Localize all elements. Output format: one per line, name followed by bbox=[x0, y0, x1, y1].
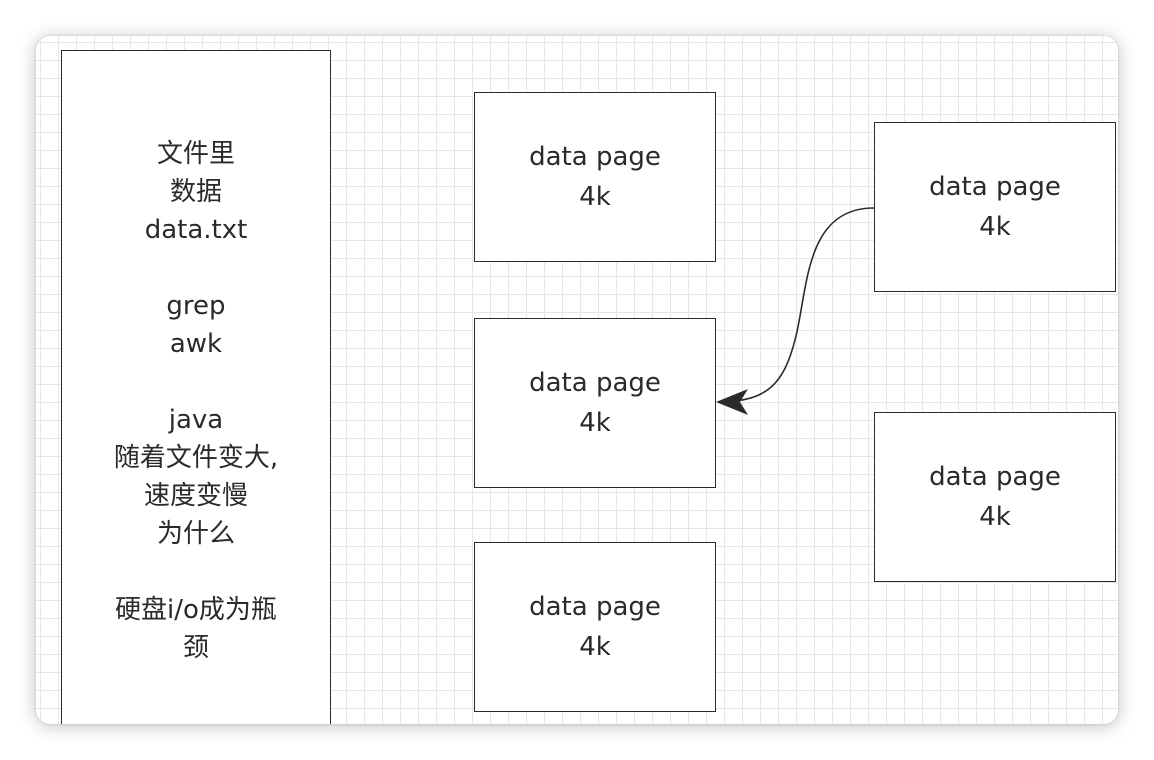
data-page-label: data page bbox=[929, 172, 1061, 202]
notes-line bbox=[114, 553, 278, 591]
diagram-canvas: 文件里 数据 data.txt grep awk java 随着文件变大, 速度… bbox=[36, 36, 1118, 724]
data-page-size: 4k bbox=[579, 408, 611, 438]
notes-line: java bbox=[168, 405, 224, 435]
notes-line: awk bbox=[169, 329, 223, 359]
notes-line: grep bbox=[166, 291, 226, 321]
notes-line: 速度变慢 bbox=[143, 481, 248, 511]
notes-line: 颈 bbox=[182, 633, 209, 663]
data-page-label: data page bbox=[529, 142, 661, 172]
notes-line bbox=[114, 249, 278, 287]
data-page-size: 4k bbox=[579, 632, 611, 662]
notes-line: data.txt bbox=[144, 215, 248, 245]
data-page-size: 4k bbox=[979, 212, 1011, 242]
notes-line: 文件里 bbox=[156, 139, 235, 169]
notes-line bbox=[114, 363, 278, 401]
notes-line: 数据 bbox=[169, 177, 222, 207]
data-page-box[interactable]: data page 4k bbox=[874, 412, 1116, 582]
data-page-label: data page bbox=[529, 592, 661, 622]
data-page-box[interactable]: data page 4k bbox=[474, 542, 716, 712]
data-page-size: 4k bbox=[979, 502, 1011, 532]
data-page-label: data page bbox=[929, 462, 1061, 492]
notes-text: 文件里 数据 data.txt grep awk java 随着文件变大, 速度… bbox=[114, 135, 278, 667]
notes-line: 为什么 bbox=[156, 519, 235, 549]
data-page-label: data page bbox=[529, 368, 661, 398]
connector-arrow[interactable] bbox=[719, 207, 875, 403]
data-page-box[interactable]: data page 4k bbox=[474, 92, 716, 262]
notes-line: 硬盘i/o成为瓶 bbox=[115, 595, 277, 625]
data-page-box[interactable]: data page 4k bbox=[874, 122, 1116, 292]
data-page-size: 4k bbox=[579, 182, 611, 212]
notes-line: 随着文件变大, bbox=[113, 443, 279, 473]
data-page-box[interactable]: data page 4k bbox=[474, 318, 716, 488]
arrowhead-icon bbox=[716, 389, 748, 415]
notes-box[interactable]: 文件里 数据 data.txt grep awk java 随着文件变大, 速度… bbox=[61, 50, 331, 724]
